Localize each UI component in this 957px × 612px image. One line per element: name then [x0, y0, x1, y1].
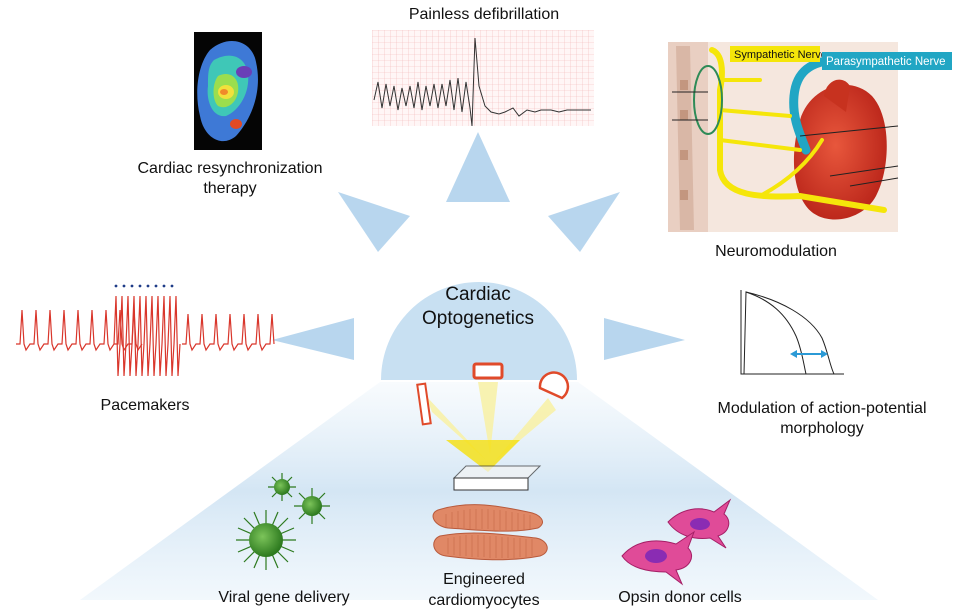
- center-title-line1: Cardiac: [445, 284, 510, 305]
- label-ap-line2: morphology: [780, 420, 864, 437]
- optical-setup: [416, 362, 570, 491]
- light-beam-top: [478, 382, 498, 454]
- label-engineered-line1: Engineered: [443, 571, 525, 588]
- action-potential-plot: [740, 290, 844, 375]
- ray-right: [604, 318, 685, 360]
- label-pacemakers: Pacemakers: [101, 397, 190, 414]
- label-ap-line1: Modulation of action-potential: [717, 400, 926, 417]
- label-opsin-donor-cells: Opsin donor cells: [618, 589, 742, 606]
- virus-illustration: [236, 473, 330, 570]
- label-crt-line2: therapy: [203, 180, 256, 197]
- sample-dish: [453, 477, 529, 491]
- sun-rays: [272, 132, 685, 360]
- sympathetic-nerve-label: Sympathetic Nerve: [734, 49, 827, 61]
- label-painless-defibrillation: Painless defibrillation: [409, 6, 559, 23]
- ray-upper-left: [338, 192, 410, 252]
- label-engineered-line2: cardiomyocytes: [428, 592, 539, 609]
- ray-upper-right: [548, 192, 620, 252]
- sympathetic-tag-bg: [730, 46, 820, 62]
- parasympathetic-nerve-label: Parasympathetic Nerve: [826, 56, 946, 68]
- ray-top: [446, 132, 510, 202]
- crt-activation-map: [194, 32, 262, 150]
- opsin-cells-illustration: [621, 498, 732, 586]
- sun-half-disc: [381, 282, 577, 380]
- led-source: [538, 371, 570, 400]
- label-viral-gene-delivery: Viral gene delivery: [218, 589, 349, 606]
- label-crt-line1: Cardiac resynchronization: [138, 160, 323, 177]
- objective-lens: [472, 362, 504, 380]
- parasympathetic-tag-bg: [822, 52, 952, 70]
- label-neuromodulation: Neuromodulation: [715, 243, 837, 260]
- pacemakers-ecg: [16, 295, 275, 377]
- defibrillation-ecg: [372, 30, 594, 127]
- center-title-line2: Optogenetics: [422, 308, 534, 329]
- neuromodulation-illustration: [668, 42, 899, 232]
- ray-left: [272, 318, 354, 360]
- pacing-dots: [114, 284, 174, 288]
